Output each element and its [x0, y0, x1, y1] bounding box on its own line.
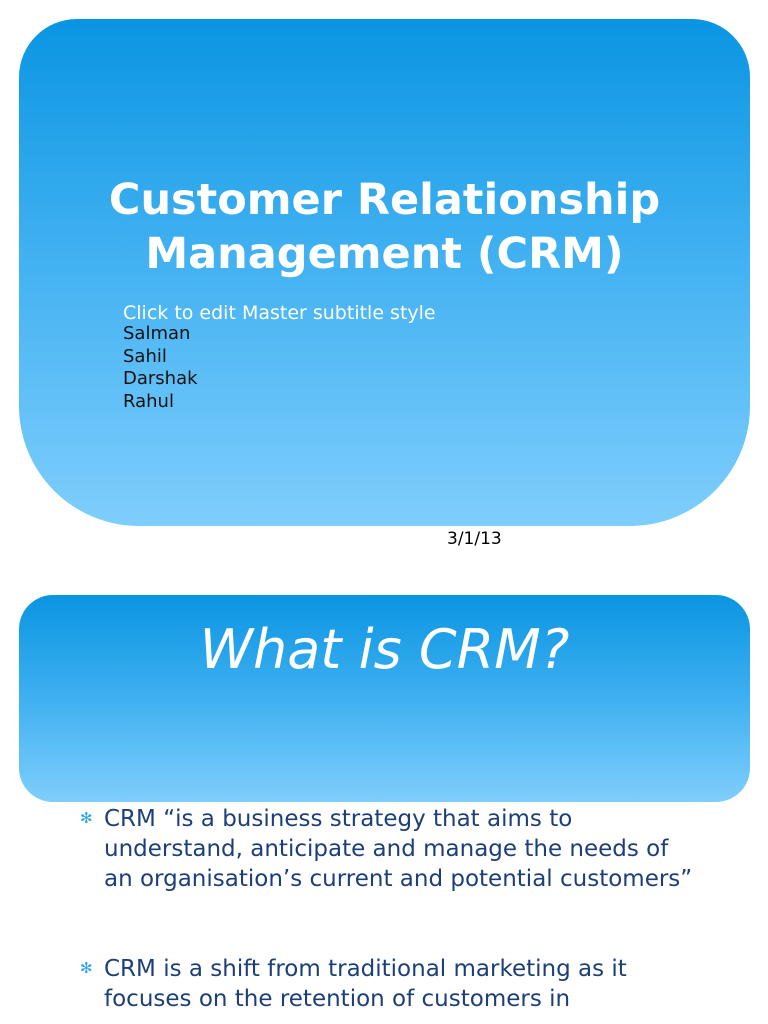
author-name: Sahil	[123, 345, 167, 367]
slide-title: Customer Relationship Management (CRM)	[19, 173, 750, 281]
author-name: Darshak	[123, 368, 198, 389]
section-title: What is CRM?	[199, 618, 570, 681]
asterisk-bullet-icon: ✻	[80, 959, 93, 977]
section-header-panel: What is CRM?	[19, 595, 750, 802]
title-slide-panel: Customer Relationship Management (CRM) C…	[19, 19, 750, 526]
slide-title-line-2: Management (CRM)	[145, 229, 624, 279]
author-name: Salman	[123, 323, 191, 344]
bullet-text: CRM “is a business strategy that aims to…	[104, 806, 693, 892]
asterisk-bullet-icon: ✻	[80, 809, 93, 827]
author-list: Salman Sahil Darshak Rahul	[123, 323, 198, 413]
bullet-item: ✻ CRM is a shift from traditional market…	[80, 954, 700, 1014]
subtitle-placeholder: Click to edit Master subtitle style	[123, 302, 436, 324]
bullet-text: CRM is a shift from traditional marketin…	[104, 956, 627, 1012]
slide-date: 3/1/13	[447, 529, 502, 549]
bullet-item: ✻ CRM “is a business strategy that aims …	[80, 804, 700, 894]
author-name: Rahul	[123, 390, 174, 412]
bullet-list: ✻ CRM “is a business strategy that aims …	[80, 804, 700, 1014]
slide-title-line-1: Customer Relationship	[108, 175, 661, 225]
